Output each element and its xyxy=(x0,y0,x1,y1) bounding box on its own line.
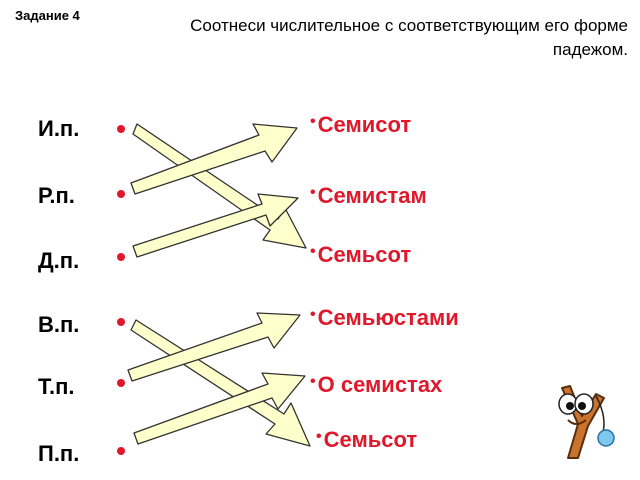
word-option-label: Семьюстами xyxy=(317,305,459,330)
case-dot-icon[interactable] xyxy=(117,125,125,133)
case-label-accusative: В.п. xyxy=(38,312,80,337)
case-label-instrumental: Т.п. xyxy=(38,374,75,399)
instruction-text: Соотнеси числительное с соответствующим … xyxy=(190,16,628,59)
word-option-label: Семьсот xyxy=(323,427,418,452)
word-option-label: О семистах xyxy=(317,372,443,397)
word-option[interactable]: •Семьсот xyxy=(310,242,411,268)
word-option[interactable]: •О семистах xyxy=(310,372,442,398)
word-option-label: Семисот xyxy=(317,112,412,137)
bullet-dot-icon: • xyxy=(310,243,316,260)
case-label-genitive: Р.п. xyxy=(38,183,75,208)
case-dot-icon[interactable] xyxy=(117,190,125,198)
arrow-icon xyxy=(130,319,311,447)
case-label-nominative: И.п. xyxy=(38,116,80,141)
bullet-dot-icon: • xyxy=(310,113,316,130)
bullet-dot-icon: • xyxy=(310,184,316,201)
case-dot-icon[interactable] xyxy=(117,318,125,326)
bullet-dot-icon: • xyxy=(310,373,316,390)
word-option[interactable]: •Семистам xyxy=(310,183,427,209)
bullet-dot-icon: • xyxy=(316,428,322,445)
case-label-prepositional: П.п. xyxy=(38,441,80,466)
word-option[interactable]: •Семисот xyxy=(310,112,411,138)
slingshot-mascot-icon xyxy=(558,385,615,459)
case-dot-icon[interactable] xyxy=(117,447,125,455)
word-option-label: Семистам xyxy=(317,183,427,208)
bullet-dot-icon: • xyxy=(310,306,316,323)
case-label-dative: Д.п. xyxy=(38,248,80,273)
arrow-icon xyxy=(130,123,298,195)
arrow-icon xyxy=(133,372,306,445)
arrow-icon xyxy=(132,193,299,258)
task-label: Задание 4 xyxy=(15,8,80,23)
arrow-icon xyxy=(127,312,301,382)
word-option-label: Семьсот xyxy=(317,242,412,267)
case-dot-icon[interactable] xyxy=(117,379,125,387)
arrow-icon xyxy=(132,123,307,249)
case-dot-icon[interactable] xyxy=(117,253,125,261)
word-option[interactable]: •Семьюстами xyxy=(310,305,459,331)
word-option[interactable]: •Семьсот xyxy=(316,427,417,453)
